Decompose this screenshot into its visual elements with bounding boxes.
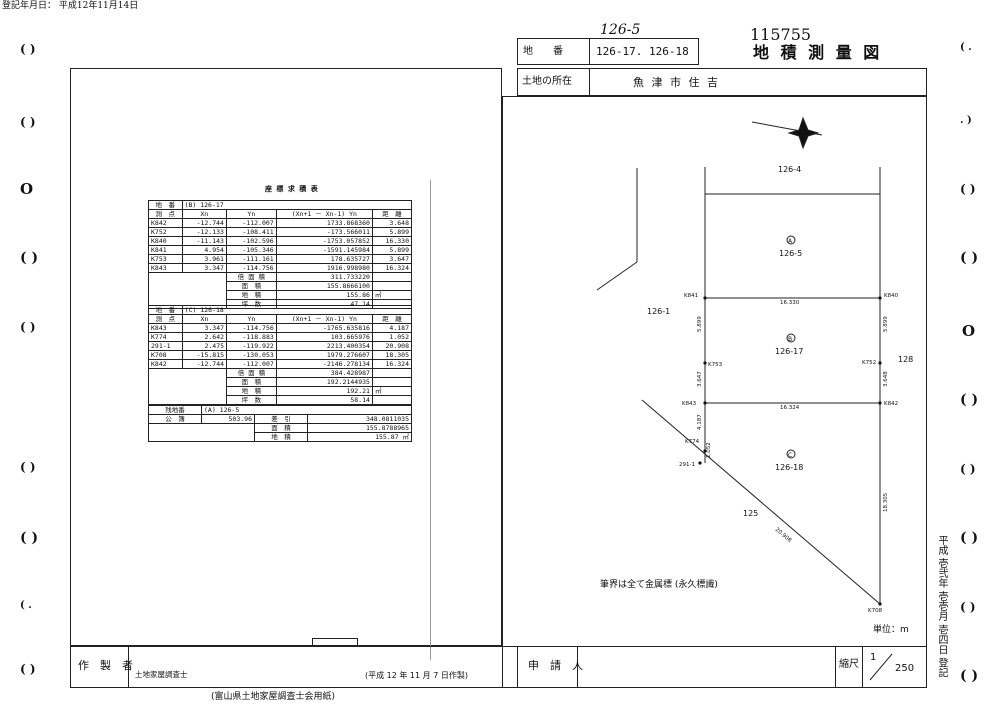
stamp-mark: [312, 638, 358, 646]
dimension-right-c: 18.305: [883, 492, 889, 512]
survey-point-k843: [703, 401, 707, 405]
parcel-label-126-17: 126-17: [775, 347, 803, 356]
parcel-marker-b: [786, 333, 796, 343]
summary-value: 155.87 ㎡: [307, 432, 412, 442]
dimension-top-width: 16.330: [780, 300, 800, 306]
summary-row: 地 積 155.87 ㎡: [149, 432, 412, 442]
dimension-short: 1.052: [706, 442, 712, 458]
coordinate-table-126-18: 地 番 (C) 126-18 測 点 Xn Yn (Xn+1 － Xn-1) Y…: [147, 305, 413, 405]
handwritten-lot-number: 126-5: [600, 22, 641, 38]
summary-unit: [371, 395, 413, 405]
scale-label: 縮尺: [839, 659, 859, 670]
parcel-marker-c-text: C: [788, 452, 792, 459]
parcel-label-126-18: 126-18: [775, 463, 803, 472]
maker-label: 作 製 者: [78, 659, 133, 672]
right-frame-edge: [926, 96, 927, 646]
parcel-value: 126-5: [219, 406, 240, 414]
point-label-k753: K753: [708, 362, 723, 368]
parcel-marker: B: [188, 201, 193, 209]
paper-note: (富山県土地家屋調査士会用紙): [211, 692, 336, 702]
made-date: (平成 12 年 11 月 7 日作製): [365, 671, 468, 680]
dimension-left-upper: 5.899: [697, 316, 703, 332]
parcel-label-126-5: 126-5: [779, 249, 802, 258]
neighbor-lot-bottom: 125: [743, 509, 758, 518]
point-label-k842: K842: [884, 401, 898, 407]
point-label-k752: K752: [862, 360, 876, 366]
parcel-marker-c: [786, 449, 796, 459]
point-label-k708: K708: [868, 608, 883, 614]
neighbor-lot-right: 128: [898, 355, 913, 364]
parcel-value: 126-17: [200, 201, 224, 209]
unit-label: 単位：m: [873, 623, 909, 635]
scale-numerator: 1: [870, 652, 877, 663]
right-frame-top: [502, 96, 927, 97]
left-frame: [70, 68, 502, 646]
parcel-value: 126-18: [200, 306, 224, 314]
applicant-label: 申 請 人: [528, 659, 583, 672]
survey-point-k842: [878, 401, 882, 405]
maker-value: 土地家屋調査士: [135, 670, 188, 679]
survey-point-k753: [703, 361, 707, 365]
point-label-291-1: 291-1: [679, 462, 695, 468]
dimension-right-lower: 3.648: [883, 371, 889, 387]
lot-value: 126-17. 126-18: [596, 45, 689, 58]
road-line: [596, 261, 638, 291]
registration-date: 登記年月日： 平成12年11月14日: [2, 1, 139, 11]
scale-denominator: 250: [895, 663, 915, 674]
summary-row: 面 積 155.8788965: [148, 423, 412, 442]
parcel-marker-a: [786, 235, 796, 245]
neighbor-lot-top: 126-4: [778, 165, 801, 174]
survey-point-k840: [878, 296, 882, 300]
point-label-k843: K843: [682, 401, 697, 407]
point-label-k840: K840: [884, 293, 899, 299]
parcel-marker-b-text: B: [788, 336, 792, 343]
lot-label: 地 番: [523, 46, 563, 57]
remainder-table-126-5: 残地番 (A) 126-5 公 簿 503.96 差 引 348.0811035…: [148, 405, 412, 442]
survey-point-k774: [703, 449, 707, 453]
point-label-k841: K841: [684, 293, 698, 299]
table-caption: 座 標 求 積 表: [265, 185, 319, 193]
dimension-mid-width: 16.324: [780, 405, 800, 411]
dimension-diagonal: 20.908: [774, 527, 793, 544]
coordinate-table-126-17: 地 番 (B) 126-17 測 点 Xn Yn (Xn+1 － Xn-1) Y…: [148, 200, 413, 309]
dimension-left-c: 4.187: [697, 414, 703, 430]
side-registration-stamp: 平成 壱弐年 壱壱月 壱四日 登記: [936, 535, 947, 678]
parcel-marker-a-text: A: [788, 238, 793, 245]
survey-point-k752: [878, 361, 882, 365]
neighbor-lot-left: 126-1: [647, 307, 670, 316]
location-value: 魚 津 市 住 吉: [633, 76, 720, 89]
survey-point-k841: [703, 296, 707, 300]
boundary-note: 筆界は全て金属標 (永久標識): [600, 578, 718, 590]
summary-value: 58.14: [275, 395, 373, 405]
parcel-marker: C: [188, 306, 193, 314]
point-label-k774: K774: [685, 439, 700, 445]
scale-slash-icon: [869, 653, 893, 681]
document-title: 地 積 測 量 図: [753, 43, 883, 62]
location-label: 土地の所在: [522, 76, 572, 87]
survey-point-k708: [878, 602, 882, 606]
center-divider: [502, 96, 503, 646]
document-number: 115755: [750, 25, 812, 44]
survey-point-291-1: [698, 461, 702, 465]
coordinate-sheet: 座 標 求 積 表 地 番 (B) 126-17 測 点 Xn Yn (Xn+1…: [140, 180, 431, 660]
boundary-diagonal: [641, 399, 881, 605]
north-arrow-icon: [751, 116, 823, 150]
dimension-right-upper: 5.899: [883, 316, 889, 332]
parcel-marker: A: [207, 406, 212, 414]
dimension-left-lower: 3.647: [697, 371, 703, 387]
